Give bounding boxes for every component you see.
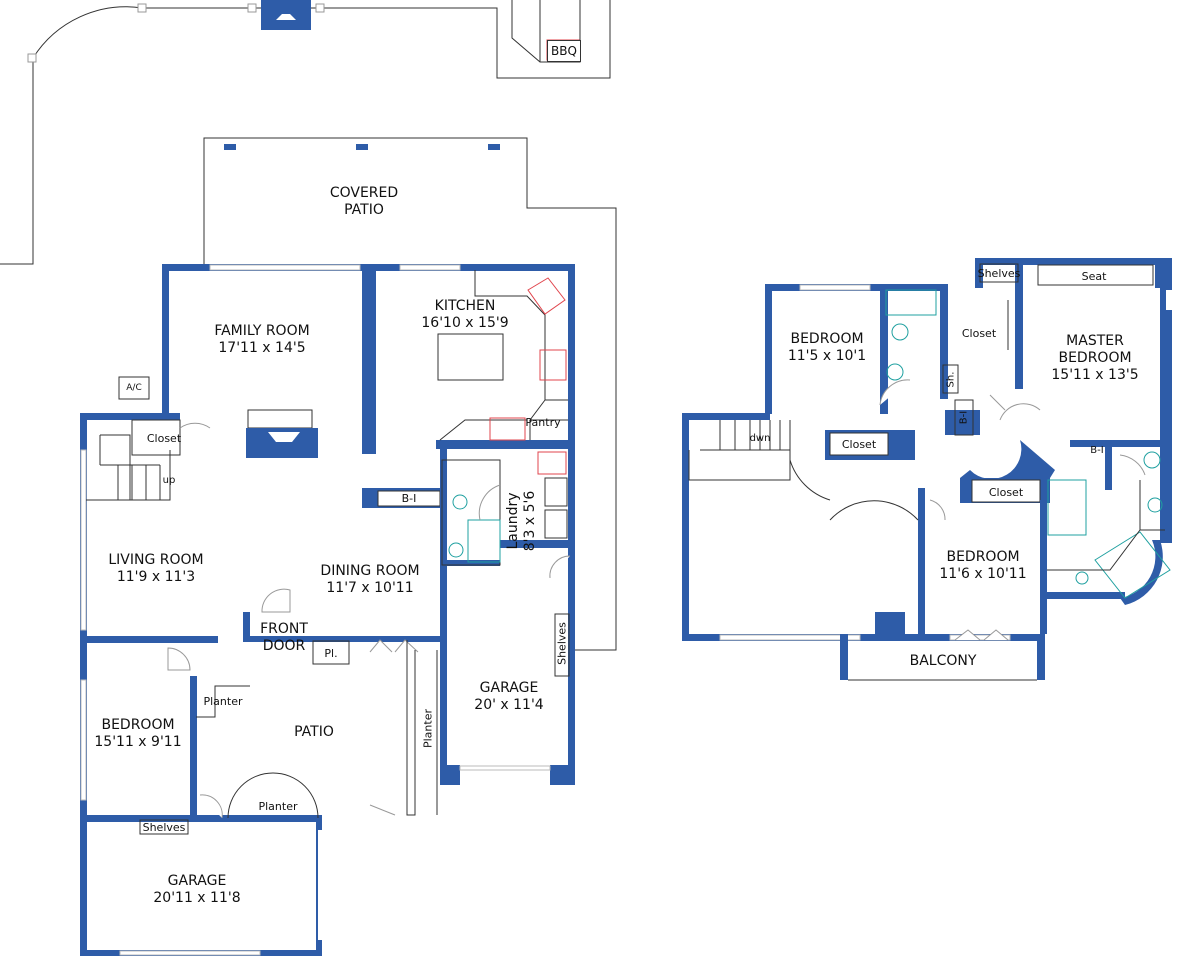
label-line: FRONT [260, 621, 308, 637]
room-size: 20' x 11'4 [474, 697, 544, 713]
room-name: DINING ROOM [320, 563, 420, 579]
closet-label-1: Closet [841, 438, 877, 451]
pantry-label: Pantry [525, 416, 561, 429]
stairs-up-label: up [162, 475, 176, 486]
fireplace [246, 428, 318, 458]
covered-patio-outline [203, 137, 617, 651]
bathtub [885, 289, 937, 316]
upper-floor-walls [682, 258, 1172, 681]
room-size: 8'3 x 5'6 [522, 490, 538, 552]
room-name: FAMILY ROOM [214, 323, 310, 339]
room-size: 15'11 x 9'11 [94, 734, 182, 750]
planter-small-label: Pl. [324, 647, 338, 660]
room-size: 11'7 x 10'11 [326, 580, 414, 596]
stove [539, 349, 567, 381]
room-name: KITCHEN [434, 298, 496, 314]
kitchen-sink [527, 277, 566, 315]
seat-label: Seat [1081, 270, 1107, 283]
room-name: Laundry [505, 492, 521, 550]
shelves-label: Shelves [142, 821, 186, 834]
room-name: BEDROOM [790, 331, 864, 347]
yard-outline [0, 0, 611, 265]
room-size: 16'10 x 15'9 [421, 315, 509, 331]
upper-shelves-label: Shelves [977, 267, 1021, 280]
room-size: 20'11 x 11'8 [153, 890, 241, 906]
room-name: BEDROOM [946, 549, 1020, 565]
shelf-label: Sh. [945, 371, 957, 388]
room-size: 15'11 x 13'5 [1051, 367, 1139, 383]
room-size: 11'5 x 10'1 [787, 348, 867, 364]
room-name: GARAGE [167, 873, 227, 889]
stairs-upper [688, 420, 919, 521]
room-name: LIVING ROOM [108, 552, 204, 568]
built-in-label-2: B-I [1090, 445, 1104, 456]
planter-bottom-label: Planter [258, 800, 298, 813]
room-name: BEDROOM [1058, 350, 1132, 366]
built-in-label: B-I [401, 492, 417, 505]
room-size: 17'11 x 14'5 [218, 340, 306, 356]
bbq-label: BBQ [547, 40, 581, 62]
balcony-label: BALCONY [909, 653, 977, 669]
ac-label: A/C [126, 383, 142, 393]
patio-label: PATIO [294, 724, 334, 740]
master-shower [1047, 479, 1087, 536]
stairs-ground [86, 434, 171, 501]
label-line: PATIO [344, 202, 384, 218]
built-in-label-1: B-I [958, 410, 970, 425]
room-name: BEDROOM [101, 717, 175, 733]
master-closet-label: Closet [961, 327, 997, 340]
room-size: 11'9 x 11'3 [116, 569, 196, 585]
garage-shelves-label: Shelves [555, 622, 569, 665]
planter-arch [227, 772, 319, 819]
stairs-down-label: dwn [749, 433, 771, 444]
shower [467, 519, 501, 563]
planter-left-label: Planter [203, 695, 243, 708]
planter-right-label: Planter [421, 708, 435, 749]
label-line: COVERED [329, 185, 399, 201]
ground-floor-walls [80, 264, 575, 956]
room-size: 11'6 x 10'11 [939, 566, 1027, 582]
room-name: MASTER [1066, 333, 1124, 349]
master-tub [1094, 531, 1171, 599]
closet-label: Closet [146, 432, 182, 445]
label-line: DOOR [262, 638, 306, 654]
closet-label-2: Closet [988, 486, 1024, 499]
kitchen-island [437, 333, 504, 381]
room-name: GARAGE [479, 680, 539, 696]
